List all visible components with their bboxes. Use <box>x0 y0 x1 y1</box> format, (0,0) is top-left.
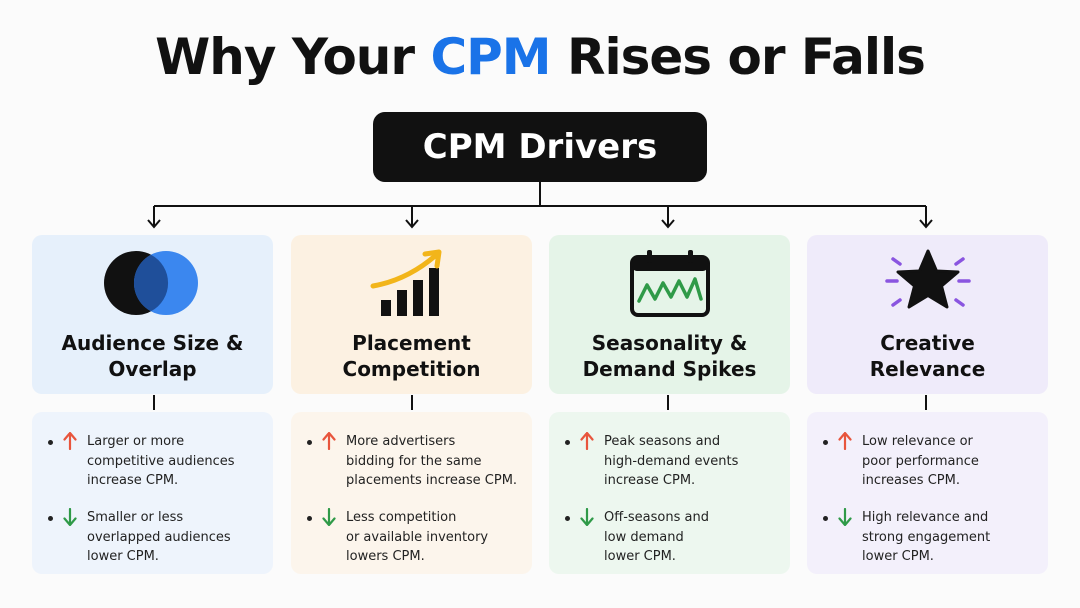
driver-heading: Seasonality & Demand Spikes <box>582 331 757 381</box>
effect-text: Off-seasons and low demand lower CPM. <box>604 510 709 564</box>
driver-card-audience: Audience Size & Overlap <box>32 235 273 394</box>
calendar-spike-icon <box>549 249 790 317</box>
arrow-up-icon <box>838 432 852 450</box>
arrow-down-icon <box>580 508 594 526</box>
effect-increase: Larger or more competitive audiences inc… <box>48 432 263 491</box>
driver-card-placement: Placement Competition <box>291 235 532 394</box>
bullet-dot <box>307 516 312 521</box>
arrow-up-icon <box>580 432 594 450</box>
root-node-label: CPM Drivers <box>422 127 658 167</box>
effect-decrease: Off-seasons and low demand lower CPM. <box>565 508 780 567</box>
driver-heading: Placement Competition <box>342 331 481 381</box>
driver-heading: Audience Size & Overlap <box>61 331 244 381</box>
bullet-dot <box>307 440 312 445</box>
root-node: CPM Drivers <box>373 112 707 182</box>
overlapping-circles-icon <box>32 249 273 317</box>
title-suffix: Rises or Falls <box>550 28 926 86</box>
effect-text: Peak seasons and high-demand events incr… <box>604 434 739 488</box>
effect-increase: Low relevance or poor performance increa… <box>823 432 1038 491</box>
driver-card-creative: Creative Relevance <box>807 235 1048 394</box>
driver-effects-seasonality: Peak seasons and high-demand events incr… <box>549 412 790 574</box>
effect-increase: Peak seasons and high-demand events incr… <box>565 432 780 491</box>
effect-text: Larger or more competitive audiences inc… <box>87 434 235 488</box>
bullet-dot <box>823 440 828 445</box>
effect-increase: More advertisers bidding for the same pl… <box>307 432 522 491</box>
effect-text: Smaller or less overlapped audiences low… <box>87 510 231 564</box>
arrow-up-icon <box>322 432 336 450</box>
effect-text: More advertisers bidding for the same pl… <box>346 434 518 488</box>
driver-effects-audience: Larger or more competitive audiences inc… <box>32 412 273 574</box>
driver-card-seasonality: Seasonality & Demand Spikes <box>549 235 790 394</box>
arrow-down-icon <box>63 508 77 526</box>
title-accent: CPM <box>430 28 551 86</box>
arrow-down-icon <box>322 508 336 526</box>
bullet-dot <box>48 516 53 521</box>
effect-text: High relevance and strong engagement low… <box>862 510 991 564</box>
effect-decrease: Less competition or available inventory … <box>307 508 522 567</box>
bullet-dot <box>823 516 828 521</box>
effect-text: Low relevance or poor performance increa… <box>862 434 979 488</box>
arrow-up-icon <box>63 432 77 450</box>
title-prefix: Why Your <box>155 28 431 86</box>
bullet-dot <box>565 516 570 521</box>
effect-decrease: High relevance and strong engagement low… <box>823 508 1038 567</box>
sparkling-star-icon <box>807 249 1048 317</box>
driver-effects-placement: More advertisers bidding for the same pl… <box>291 412 532 574</box>
driver-effects-creative: Low relevance or poor performance increa… <box>807 412 1048 574</box>
arrow-down-icon <box>838 508 852 526</box>
driver-heading: Creative Relevance <box>869 331 986 381</box>
growth-bar-chart-icon <box>291 249 532 317</box>
bullet-dot <box>565 440 570 445</box>
effect-text: Less competition or available inventory … <box>346 510 489 564</box>
page-title: Why Your CPM Rises or Falls <box>0 28 1080 86</box>
effect-decrease: Smaller or less overlapped audiences low… <box>48 508 263 567</box>
bullet-dot <box>48 440 53 445</box>
